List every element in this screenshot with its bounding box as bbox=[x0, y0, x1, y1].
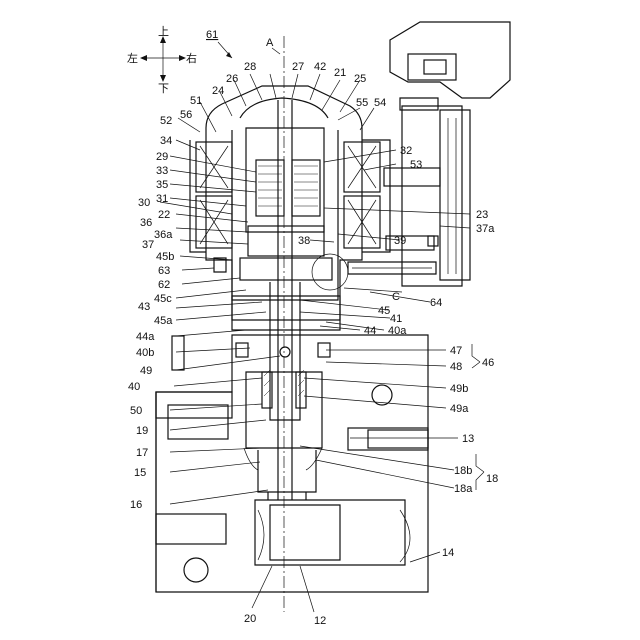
callout-45b: 45b bbox=[156, 251, 174, 263]
callout-12: 12 bbox=[314, 615, 326, 627]
callout-49a: 49a bbox=[450, 403, 469, 415]
callout-34: 34 bbox=[160, 135, 172, 147]
callout-45a: 45a bbox=[154, 315, 173, 327]
callout-14: 14 bbox=[442, 547, 454, 559]
compass-up-label: 上 bbox=[158, 25, 169, 38]
callout-41: 41 bbox=[390, 313, 402, 325]
callout-63: 63 bbox=[158, 265, 170, 277]
callout-62: 62 bbox=[158, 279, 170, 291]
callout-35: 35 bbox=[156, 179, 168, 191]
callout-39: 39 bbox=[394, 235, 406, 247]
callout-46: 46 bbox=[482, 357, 494, 369]
callout-52: 52 bbox=[160, 115, 172, 127]
callout-64: 64 bbox=[430, 297, 442, 309]
callout-37a: 37a bbox=[476, 223, 495, 235]
callout-40: 40 bbox=[128, 381, 140, 393]
callout-42: 42 bbox=[314, 61, 326, 73]
callout-27: 27 bbox=[292, 61, 304, 73]
callout-26: 26 bbox=[226, 73, 238, 85]
callout-38: 38 bbox=[298, 235, 310, 247]
callout-21: 21 bbox=[334, 67, 346, 79]
solenoid-housing bbox=[190, 86, 390, 330]
figure-reference-label: 61 bbox=[206, 29, 218, 41]
callout-48: 48 bbox=[450, 361, 462, 373]
callout-44a: 44a bbox=[136, 331, 155, 343]
callout-51: 51 bbox=[190, 95, 202, 107]
callout-25: 25 bbox=[354, 73, 366, 85]
callout-18b: 18b bbox=[454, 465, 472, 477]
callout-15: 15 bbox=[134, 467, 146, 479]
callout-45c: 45c bbox=[154, 293, 172, 305]
callout-40a: 40a bbox=[388, 325, 407, 337]
callout-40b: 40b bbox=[136, 347, 154, 359]
callout-29: 29 bbox=[156, 151, 168, 163]
direction-compass: 上 下 左 右 bbox=[127, 25, 197, 95]
callout-18: 18 bbox=[486, 473, 498, 485]
callout-36a: 36a bbox=[154, 229, 173, 241]
compass-right-label: 右 bbox=[186, 51, 197, 65]
callout-23: 23 bbox=[476, 209, 488, 221]
callout-55: 55 bbox=[356, 97, 368, 109]
axis-a-label: A bbox=[266, 37, 274, 49]
callout-47: 47 bbox=[450, 345, 462, 357]
callout-56: 56 bbox=[180, 109, 192, 121]
callout-30: 30 bbox=[138, 197, 150, 209]
callout-22: 22 bbox=[158, 209, 170, 221]
callout-31: 31 bbox=[156, 193, 168, 205]
compass-down-label: 下 bbox=[158, 83, 169, 95]
callout-20: 20 bbox=[244, 613, 256, 625]
callout-detail-c: C bbox=[392, 291, 400, 303]
callout-54: 54 bbox=[374, 97, 386, 109]
callout-45: 45 bbox=[378, 305, 390, 317]
callout-28: 28 bbox=[244, 61, 256, 73]
callout-50: 50 bbox=[130, 405, 142, 417]
callout-44: 44 bbox=[364, 325, 376, 337]
callout-37: 37 bbox=[142, 239, 154, 251]
callout-43: 43 bbox=[138, 301, 150, 313]
callout-36: 36 bbox=[140, 217, 152, 229]
callout-33: 33 bbox=[156, 165, 168, 177]
callout-32: 32 bbox=[400, 145, 412, 157]
callout-17: 17 bbox=[136, 447, 148, 459]
callout-18a: 18a bbox=[454, 483, 473, 495]
callout-16: 16 bbox=[130, 499, 142, 511]
callout-13: 13 bbox=[462, 433, 474, 445]
callout-49: 49 bbox=[140, 365, 152, 377]
callout-49b: 49b bbox=[450, 383, 468, 395]
callout-19: 19 bbox=[136, 425, 148, 437]
callout-53: 53 bbox=[410, 159, 422, 171]
compass-left-label: 左 bbox=[127, 52, 138, 65]
callout-24: 24 bbox=[212, 85, 224, 97]
